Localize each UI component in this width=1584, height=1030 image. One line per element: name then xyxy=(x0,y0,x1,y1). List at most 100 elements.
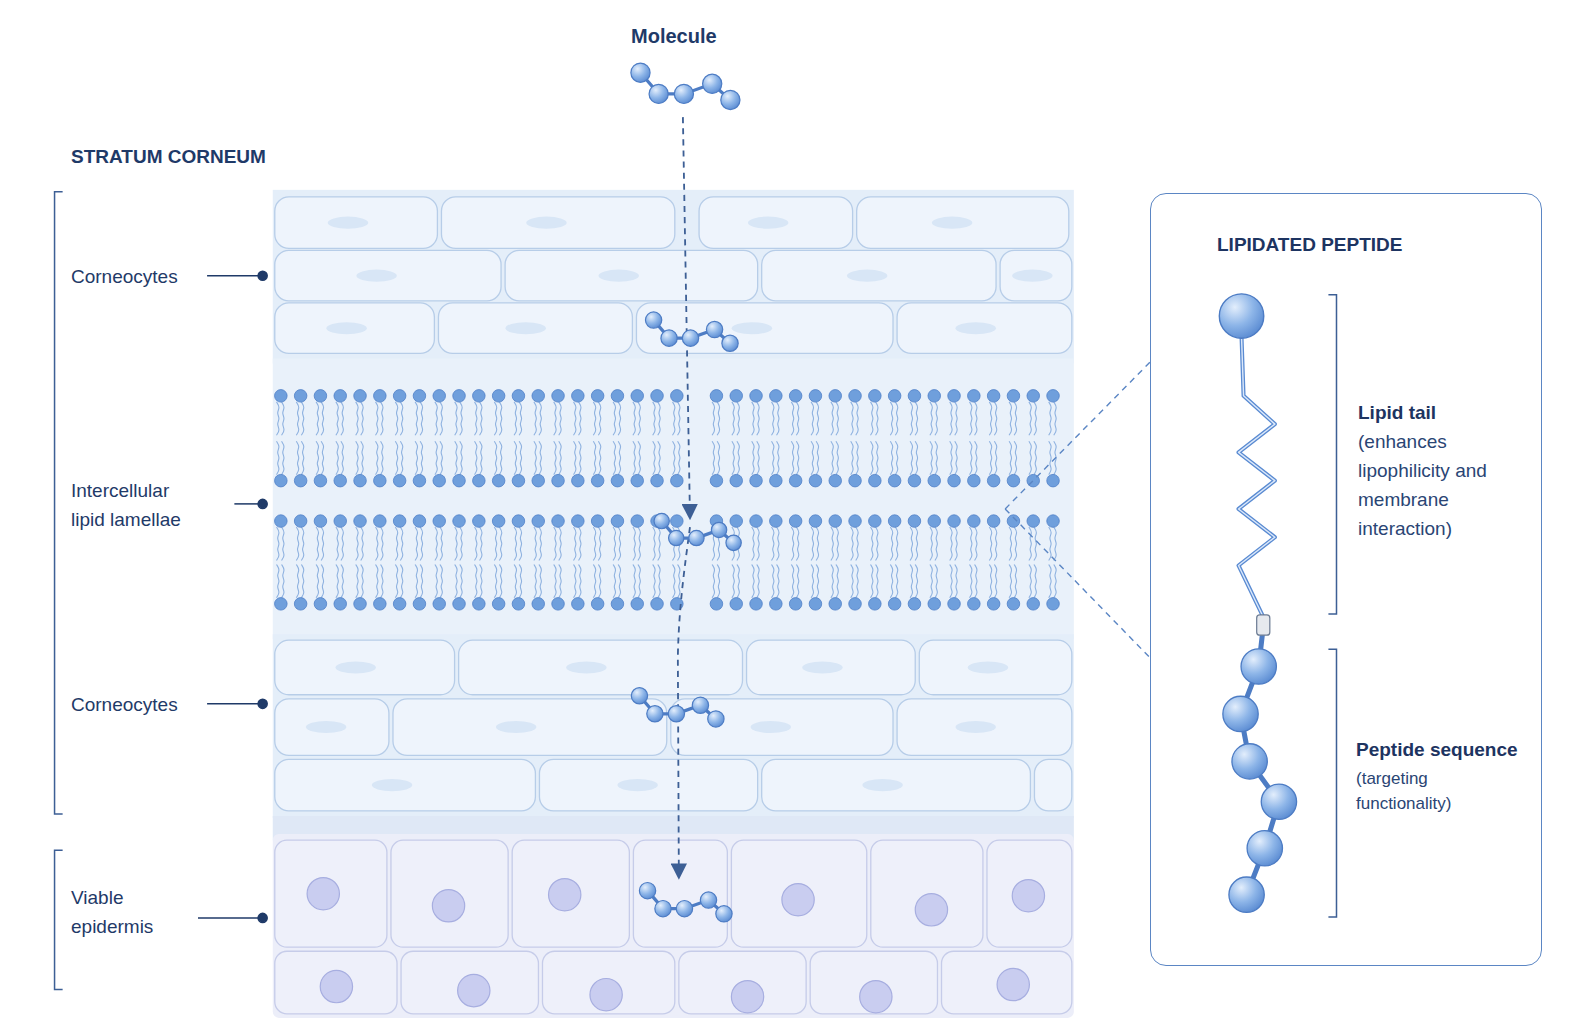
illustration-path xyxy=(573,402,575,435)
illustration-path xyxy=(890,527,892,560)
illustration-path xyxy=(969,527,971,560)
illustration-circle xyxy=(453,515,466,528)
illustration-path xyxy=(282,441,284,474)
illustration-path xyxy=(777,564,779,597)
illustration-circle xyxy=(928,515,941,528)
illustration-path xyxy=(395,564,397,597)
illustration-path xyxy=(316,441,318,474)
illustration-circle xyxy=(1027,598,1040,611)
illustration-circle xyxy=(948,515,961,528)
illustration-line xyxy=(198,917,261,919)
illustration-path xyxy=(356,527,358,560)
illustration-circle xyxy=(591,515,604,528)
illustration-rect xyxy=(459,640,743,695)
illustration-circle xyxy=(645,312,661,328)
illustration-circle xyxy=(572,390,585,403)
illustration-path xyxy=(771,527,773,560)
illustration-circle xyxy=(354,390,367,403)
illustration-path xyxy=(836,441,838,474)
illustration-path xyxy=(455,441,457,474)
illustration-circle xyxy=(928,598,941,611)
illustration-path xyxy=(752,441,754,474)
illustration-circle xyxy=(413,474,426,487)
illustration-circle xyxy=(413,515,426,528)
illustration-path xyxy=(791,441,793,474)
illustration-path xyxy=(375,527,377,560)
illustration-path xyxy=(930,441,932,474)
illustration-ellipse xyxy=(566,661,606,673)
illustration-path xyxy=(296,527,298,560)
illustration-circle xyxy=(552,598,565,611)
illustration-path xyxy=(559,402,561,435)
illustration-circle xyxy=(647,706,663,722)
illustration-circle xyxy=(433,515,446,528)
illustration-circle xyxy=(374,390,387,403)
illustration-path xyxy=(514,527,516,560)
illustration-path xyxy=(831,527,833,560)
illustration-path xyxy=(499,441,501,474)
illustration-circle xyxy=(512,474,525,487)
illustration-path xyxy=(1034,402,1036,435)
illustration-path xyxy=(777,441,779,474)
molecule-label: Molecule xyxy=(631,22,717,51)
illustration-path xyxy=(336,564,338,597)
illustration-path xyxy=(777,527,779,560)
illustration-g xyxy=(1223,649,1297,913)
illustration-rect xyxy=(699,197,853,249)
illustration-path xyxy=(752,564,754,597)
illustration-path xyxy=(1239,337,1275,616)
part-heading: Lipid tail xyxy=(1358,398,1436,427)
illustration-path xyxy=(282,527,284,560)
illustration-circle xyxy=(710,474,723,487)
illustration-path xyxy=(915,402,917,435)
illustration-rect xyxy=(441,197,674,249)
illustration-path xyxy=(559,564,561,597)
illustration-path xyxy=(341,527,343,560)
illustration-circle xyxy=(492,515,505,528)
illustration-ellipse xyxy=(751,721,791,733)
illustration-path xyxy=(455,564,457,597)
illustration-path xyxy=(796,441,798,474)
illustration-rect xyxy=(762,250,996,300)
illustration-circle xyxy=(908,474,921,487)
illustration-path xyxy=(519,441,521,474)
illustration-rect xyxy=(438,303,632,353)
illustration-ellipse xyxy=(335,661,375,673)
illustration-path xyxy=(494,564,496,597)
panel-heading: LIPIDATED PEPTIDE xyxy=(1217,230,1402,259)
illustration-circle xyxy=(275,474,288,487)
illustration-path xyxy=(955,402,957,435)
illustration-path xyxy=(712,564,714,597)
illustration-circle xyxy=(948,474,961,487)
illustration-circle xyxy=(492,474,505,487)
illustration-circle xyxy=(750,474,763,487)
illustration-circle xyxy=(294,474,307,487)
illustration-path xyxy=(613,402,615,435)
illustration-circle xyxy=(726,535,741,550)
illustration-rect xyxy=(919,640,1072,695)
epidermis-band xyxy=(273,834,1074,1018)
illustration-circle xyxy=(549,879,581,911)
illustration-path xyxy=(579,402,581,435)
illustration-path xyxy=(440,564,442,597)
illustration-path xyxy=(321,441,323,474)
illustration-path xyxy=(381,527,383,560)
illustration-circle xyxy=(692,697,708,713)
illustration-path xyxy=(296,402,298,435)
illustration-path xyxy=(771,402,773,435)
illustration-circle xyxy=(809,390,822,403)
illustration-circle xyxy=(611,598,624,611)
illustration-rect xyxy=(857,197,1069,249)
illustration-circle xyxy=(674,84,693,103)
illustration-path xyxy=(579,441,581,474)
illustration-path xyxy=(321,527,323,560)
illustration-path xyxy=(994,564,996,597)
illustration-path xyxy=(554,441,556,474)
illustration-path xyxy=(678,564,680,597)
illustration-path xyxy=(440,402,442,435)
illustration-path xyxy=(395,402,397,435)
illustration-path xyxy=(1029,564,1031,597)
illustration-path xyxy=(618,527,620,560)
illustration-path xyxy=(672,441,674,474)
illustration-path xyxy=(534,527,536,560)
